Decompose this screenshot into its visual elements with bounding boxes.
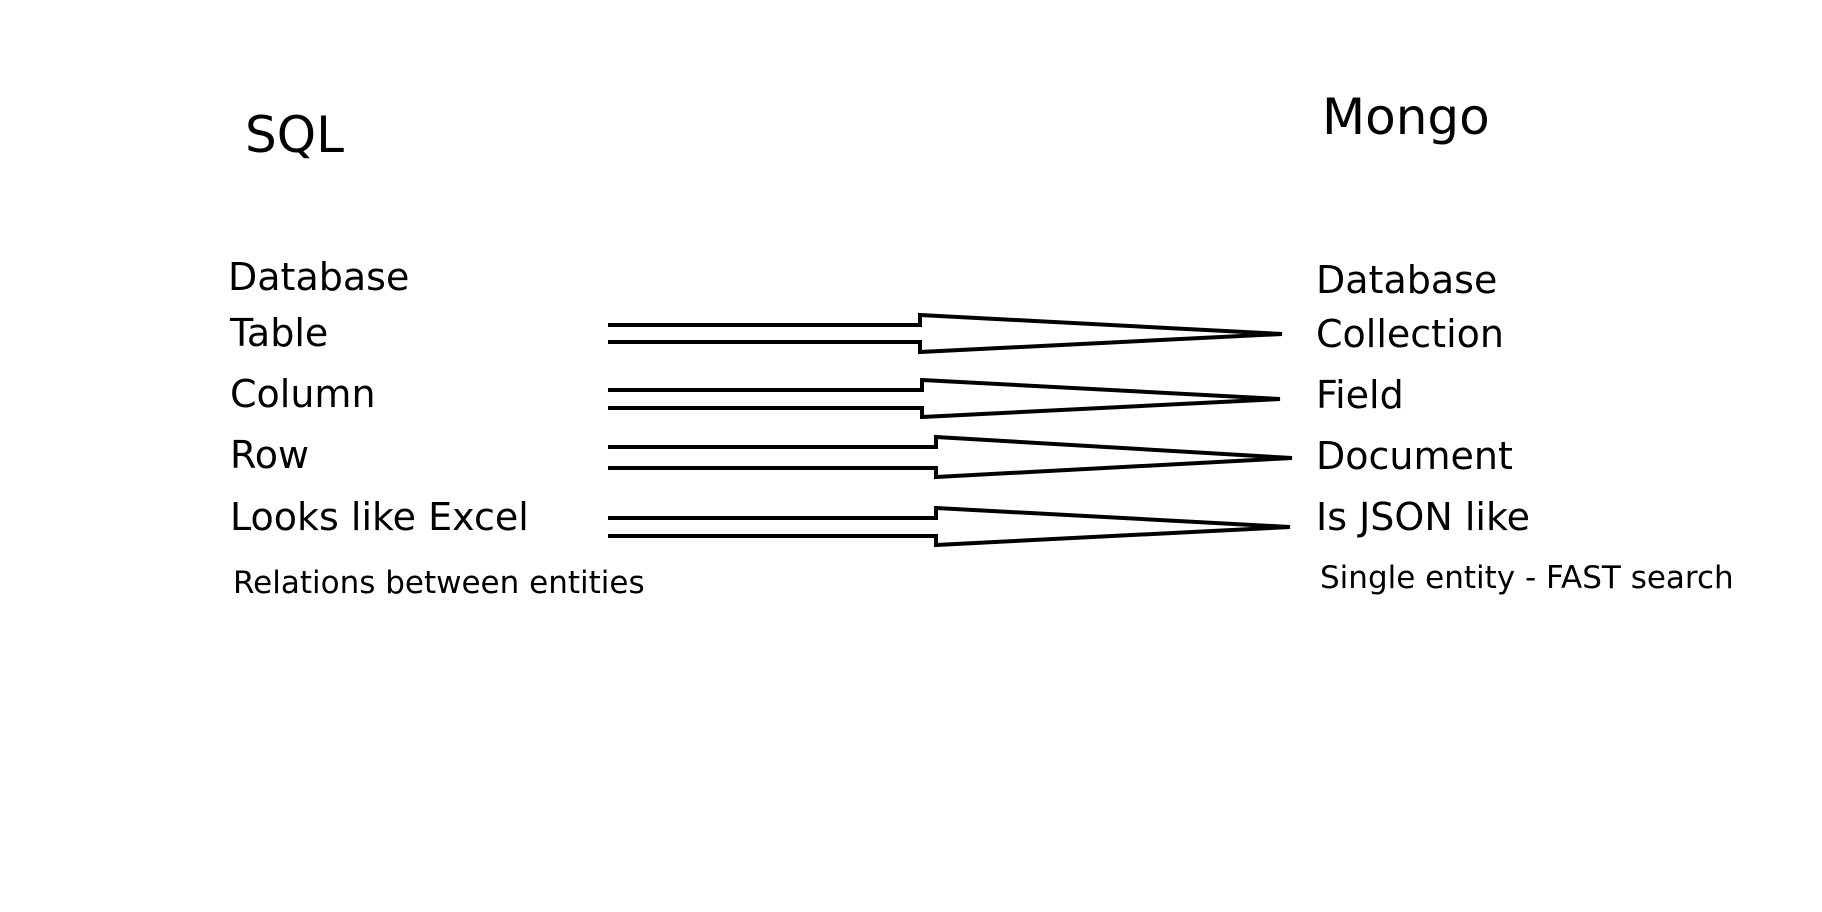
arrow-table-to-collection (608, 312, 1283, 355)
sql-note: Relations between entities (233, 565, 645, 601)
mongo-note: Single entity - FAST search (1320, 560, 1734, 596)
mongo-term-is-json-like: Is JSON like (1316, 495, 1530, 539)
arrow-excel-to-json (608, 505, 1291, 548)
arrow-column-to-field (608, 377, 1281, 420)
arrow-row-to-document (608, 434, 1293, 480)
sql-term-looks-like-excel: Looks like Excel (230, 495, 529, 539)
mongo-heading: Mongo (1322, 88, 1490, 146)
mongo-term-database: Database (1316, 258, 1498, 302)
sql-term-column: Column (230, 372, 376, 416)
sql-term-database: Database (228, 255, 410, 299)
mongo-term-field: Field (1316, 373, 1404, 417)
sql-term-row: Row (230, 433, 310, 477)
mongo-term-document: Document (1316, 434, 1513, 478)
sql-heading: SQL (245, 106, 344, 164)
sql-term-table: Table (230, 311, 329, 355)
mongo-term-collection: Collection (1316, 312, 1504, 356)
